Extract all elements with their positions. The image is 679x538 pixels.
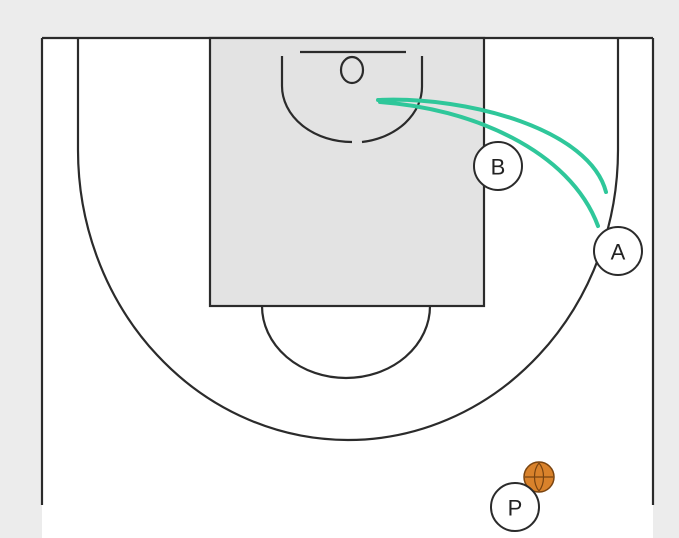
player-p-marker[interactable]: P bbox=[490, 482, 540, 532]
player-p-circle bbox=[490, 482, 540, 532]
restricted-arc-left bbox=[280, 56, 353, 144]
cut-path-a-wing bbox=[378, 100, 600, 228]
player-b-label: B bbox=[491, 155, 506, 180]
rim bbox=[339, 55, 365, 85]
restricted-arc-right bbox=[361, 56, 424, 144]
player-a-label: A bbox=[611, 240, 626, 265]
paint-key bbox=[208, 36, 486, 308]
three-point-line bbox=[76, 38, 620, 442]
player-a-marker[interactable]: A bbox=[593, 226, 643, 276]
player-p-label: P bbox=[508, 496, 523, 521]
basketball-icon bbox=[523, 461, 555, 493]
player-b-circle bbox=[473, 141, 523, 191]
free-throw-semicircle bbox=[260, 305, 432, 380]
player-a-circle bbox=[593, 226, 643, 276]
player-b-marker[interactable]: B bbox=[473, 141, 523, 191]
cut-path-a-baseline bbox=[376, 97, 608, 194]
